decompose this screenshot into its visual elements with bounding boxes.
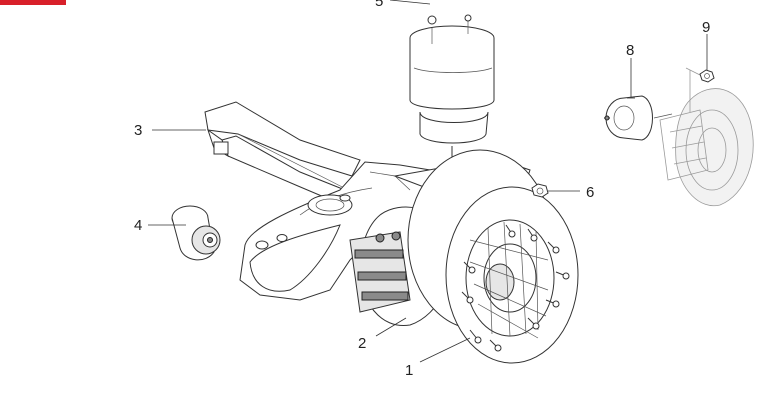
part-1-wheel-hub — [407, 149, 579, 364]
callout-6: 6 — [586, 184, 594, 201]
trailing-arm-beam — [204, 101, 361, 209]
callout-3: 3 — [134, 122, 142, 139]
part-6-nut — [531, 183, 549, 198]
leader-2 — [375, 317, 407, 337]
callout-1: 1 — [405, 362, 413, 379]
part-8-brake-chamber-detail — [604, 95, 673, 141]
header-accent-tab — [0, 0, 66, 5]
callout-2: 2 — [358, 335, 366, 352]
part-5-air-spring — [409, 14, 495, 172]
wheel-studs — [461, 224, 570, 352]
callout-9: 9 — [702, 19, 710, 36]
part-4-bushing — [171, 205, 221, 261]
leader-lines — [148, 0, 708, 363]
leader-5 — [389, 0, 431, 5]
callout-5: 5 — [375, 0, 383, 10]
leader-1 — [419, 337, 471, 363]
part-9-nut-detail — [699, 69, 715, 83]
callout-8: 8 — [626, 42, 634, 59]
callout-4: 4 — [134, 217, 142, 234]
detail-inset-brake-assembly — [659, 67, 754, 207]
callout-labels: 1 2 3 4 5 6 8 9 — [134, 0, 710, 379]
